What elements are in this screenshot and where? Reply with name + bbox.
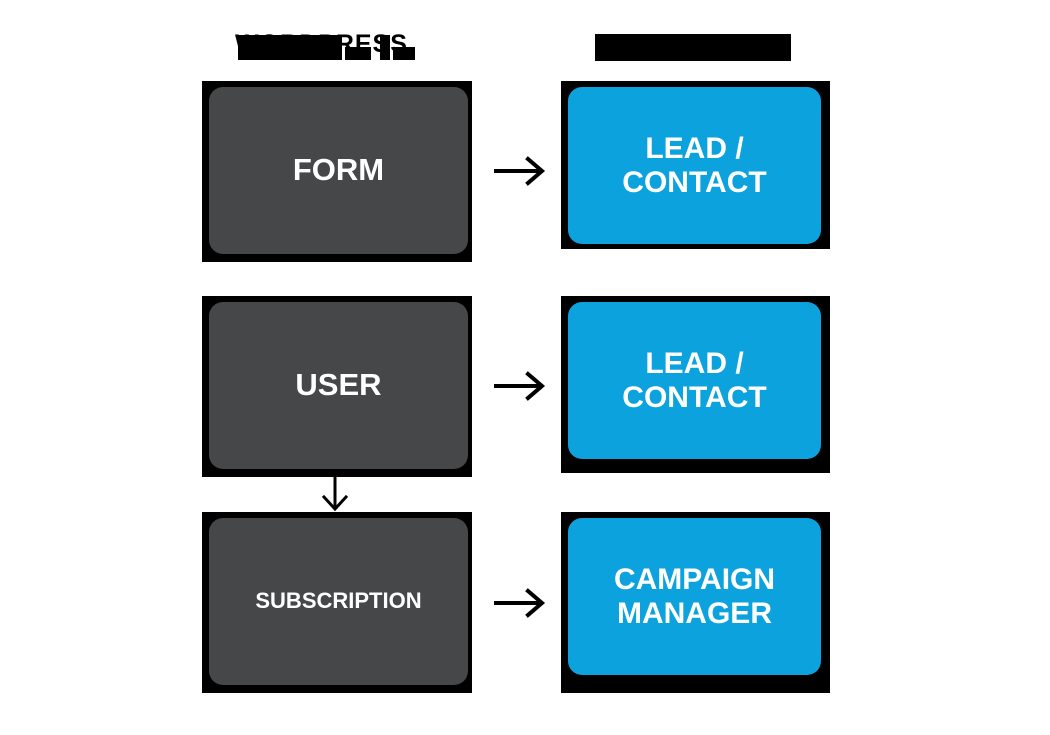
node-subscription-label: SUBSCRIPTION xyxy=(255,588,422,614)
node-form[interactable]: FORM xyxy=(202,81,472,262)
target-header-redaction-bar xyxy=(595,34,791,61)
arrow-right-form-to-lead-contact xyxy=(492,156,548,186)
node-form-box[interactable]: FORM xyxy=(209,87,468,254)
node-campaign-manager-label: CAMPAIGN MANAGER xyxy=(613,562,776,630)
node-lead-contact-1-label: LEAD / CONTACT xyxy=(622,131,767,199)
node-user-label: USER xyxy=(295,367,382,403)
source-header-redaction-bar-1 xyxy=(238,35,342,60)
node-campaign-manager-box[interactable]: CAMPAIGN MANAGER xyxy=(568,518,821,675)
node-lead-contact-2[interactable]: LEAD / CONTACT xyxy=(561,296,830,473)
node-lead-contact-2-box[interactable]: LEAD / CONTACT xyxy=(568,302,821,459)
connector-user-to-subscription xyxy=(318,473,352,515)
arrow-right-subscription-to-campaign-manager xyxy=(492,588,548,618)
node-lead-contact-1-box[interactable]: LEAD / CONTACT xyxy=(568,87,821,244)
node-lead-contact-1[interactable]: LEAD / CONTACT xyxy=(561,81,830,249)
node-user[interactable]: USER xyxy=(202,296,472,477)
node-subscription-box[interactable]: SUBSCRIPTION xyxy=(209,518,468,685)
node-subscription[interactable]: SUBSCRIPTION xyxy=(202,512,472,693)
node-campaign-manager[interactable]: CAMPAIGN MANAGER xyxy=(561,512,830,693)
node-form-label: FORM xyxy=(292,152,385,188)
source-header-redaction-bar-3 xyxy=(380,35,390,60)
node-lead-contact-2-label: LEAD / CONTACT xyxy=(622,346,767,414)
source-header-redaction-bar-2 xyxy=(345,47,371,60)
node-user-box[interactable]: USER xyxy=(209,302,468,469)
source-header-redaction-bar-4 xyxy=(393,47,415,60)
arrow-right-user-to-lead-contact xyxy=(492,371,548,401)
